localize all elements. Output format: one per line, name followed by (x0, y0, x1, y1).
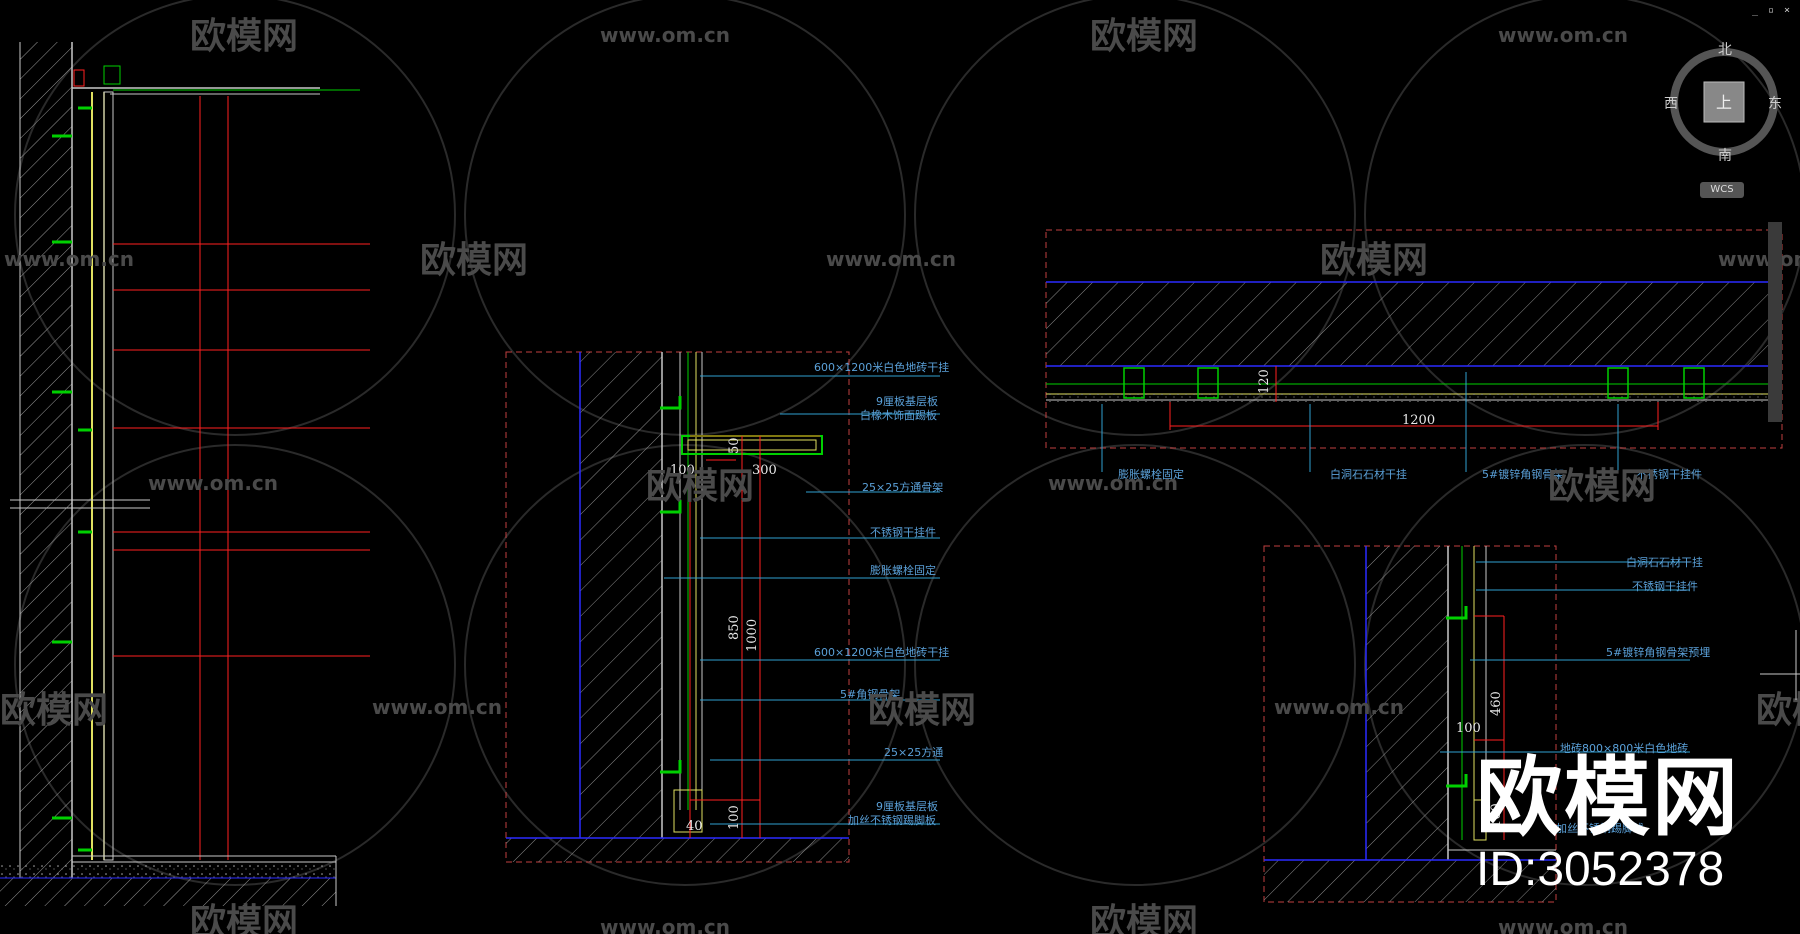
vertical-scrollbar[interactable] (1768, 222, 1782, 422)
label-rb-skirting: 加丝不锈钢踢脚线 (1556, 821, 1644, 835)
wcs-menu[interactable]: WCS (1700, 182, 1744, 198)
wm-url: www.om.cn (600, 915, 730, 934)
wm-brand: 欧模网 (1090, 16, 1198, 57)
label-rt-stone: 白洞石石材干挂 (1330, 467, 1407, 481)
dim-50: 50 (727, 437, 742, 454)
wm-brand: 欧模网 (190, 902, 298, 934)
viewcube-east[interactable]: 东 (1768, 96, 1782, 112)
dim-120: 120 (1257, 369, 1272, 394)
label-board-2: 9厘板基层板 (876, 799, 938, 813)
wm-brand: 欧模网 (1320, 240, 1428, 281)
wm-url: www.om.cn (826, 247, 956, 271)
right-bottom-section-detail: 白洞石石材干挂 不锈钢干挂件 5#镀锌角钢骨架预埋 地砖800×800米白色地砖… (1263, 545, 1710, 903)
minimize-button[interactable]: _ (1751, 5, 1759, 16)
dim-460: 460 (1489, 691, 1504, 716)
label-skirting: 加丝不锈钢踢脚板 (848, 813, 936, 827)
cursor-crosshair (1760, 630, 1800, 700)
label-angle: 5#角钢骨架 (840, 688, 900, 701)
viewcube-south[interactable]: 南 (1718, 148, 1732, 162)
center-section-detail: 600×1200米白色地砖干挂 9厘板基层板 白橡木饰面踢板 25×25方通骨架… (505, 351, 949, 863)
wm-brand: 欧模网 (190, 16, 298, 57)
label-bolt: 膨胀螺栓固定 (870, 563, 936, 577)
dim-850: 850 (727, 615, 742, 640)
dim-100a: 100 (670, 463, 695, 478)
viewcube-north[interactable]: 北 (1718, 42, 1732, 58)
window-controls: _ ▫ × (1750, 6, 1792, 16)
dim-100d: 100 (1489, 803, 1504, 828)
watermark-arcs (14, 0, 1800, 886)
dim-100c: 100 (1456, 721, 1481, 736)
viewcube-west[interactable]: 西 (1664, 96, 1678, 112)
watermark-layer: 欧模网 www.om.cn 欧模网 www.om.cn www.om.cn 欧模… (0, 16, 1800, 934)
wm-url: www.om.cn (1498, 23, 1628, 47)
label-board-1: 9厘板基层板 (876, 394, 938, 408)
wm-url: www.om.cn (600, 23, 730, 47)
wm-url: www.om.cn (148, 471, 278, 495)
label-tube-frame: 25×25方通骨架 (862, 480, 943, 494)
label-rb-hanger: 不锈钢干挂件 (1632, 579, 1698, 593)
right-top-plan-detail: 膨胀螺栓固定 白洞石石材干挂 5#镀锌角钢骨架 不锈钢干挂件 120 1200 (1045, 229, 1783, 481)
id-badge: 欧模网 ID:3052378 (1476, 752, 1740, 896)
wm-brand: 欧模网 (1756, 690, 1800, 731)
id-number: ID:3052378 (1476, 843, 1725, 896)
dim-40: 40 (686, 819, 703, 834)
label-tile-2: 600×1200米白色地砖干挂 (814, 645, 949, 659)
wm-url: www.om.cn (1498, 915, 1628, 934)
label-rb-angle: 5#镀锌角钢骨架预埋 (1606, 645, 1710, 659)
close-button[interactable]: × (1783, 5, 1791, 16)
label-rb-stone: 白洞石石材干挂 (1626, 555, 1703, 569)
wm-url: www.om.cn (4, 247, 134, 271)
wm-url: www.om.cn (1274, 695, 1404, 719)
wm-brand: 欧模网 (1548, 466, 1656, 507)
wm-url: www.om.cn (372, 695, 502, 719)
wm-brand: 欧模网 (646, 466, 754, 507)
viewcube[interactable]: 上 北 南 西 东 (1664, 42, 1784, 162)
wm-brand: 欧模网 (420, 240, 528, 281)
label-hanger: 不锈钢干挂件 (870, 525, 936, 539)
wm-url: www.om.cn (1718, 247, 1800, 271)
dim-300: 300 (752, 463, 777, 478)
wm-brand: 欧模网 (1090, 902, 1198, 934)
label-tube: 25×25方通 (884, 745, 943, 759)
dim-1200: 1200 (1402, 413, 1435, 428)
left-section-detail (0, 42, 370, 906)
restore-button[interactable]: ▫ (1767, 5, 1775, 16)
dim-1000: 1000 (745, 619, 760, 652)
dim-100b: 100 (727, 805, 742, 830)
id-brand: 欧模网 (1476, 748, 1740, 848)
wm-url: www.om.cn (1048, 471, 1178, 495)
viewcube-top-face[interactable]: 上 (1716, 93, 1732, 112)
label-rt-hanger: 不锈钢干挂件 (1636, 467, 1702, 481)
wm-brand: 欧模网 (0, 690, 108, 731)
label-rt-angle: 5#镀锌角钢骨架 (1482, 467, 1564, 481)
label-kickboard: 白橡木饰面踢板 (860, 408, 937, 422)
wm-brand: 欧模网 (868, 690, 976, 731)
label-rt-bolt: 膨胀螺栓固定 (1118, 467, 1184, 481)
label-rb-tile: 地砖800×800米白色地砖 (1560, 741, 1688, 755)
label-tile-1: 600×1200米白色地砖干挂 (814, 360, 949, 374)
